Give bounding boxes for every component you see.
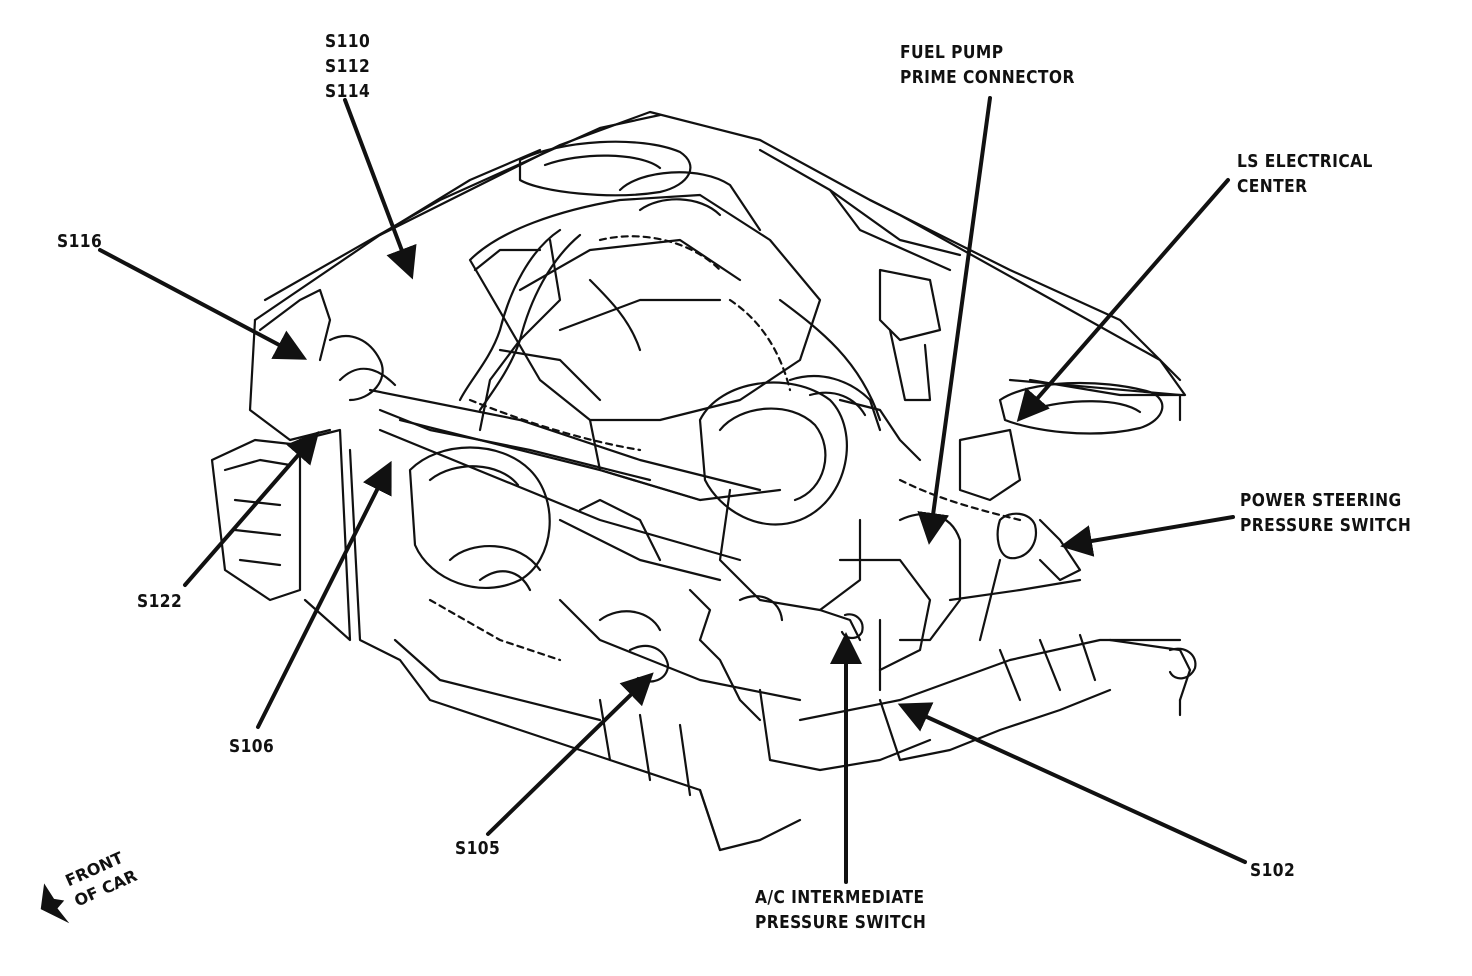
label-s116: S116: [57, 229, 102, 254]
label-ac-intermediate-pressure-switch: A/C INTERMEDIATE PRESSURE SWITCH: [755, 885, 926, 935]
label-s105: S105: [455, 836, 500, 861]
right-components: [838, 268, 1082, 692]
label-fuel-pump-line1: FUEL PUMP: [900, 42, 1004, 63]
arrow-s122: [183, 430, 320, 587]
label-s116-text: S116: [57, 231, 103, 252]
hoses: [458, 228, 922, 462]
label-ls-electrical-line2: CENTER: [1237, 176, 1308, 197]
label-s110-s112-s114: S110 S112 S114: [325, 29, 370, 104]
label-s102-text: S102: [1250, 860, 1296, 881]
body-outline: [253, 110, 1187, 435]
label-fuel-pump-line2: PRIME CONNECTOR: [900, 67, 1075, 88]
arrow-s102: [897, 702, 1247, 864]
label-s102: S102: [1250, 858, 1295, 883]
arrow-power-steering: [1060, 515, 1235, 557]
label-ac-switch-line2: PRESSURE SWITCH: [755, 912, 927, 933]
label-s110: S110: [325, 31, 371, 52]
arrow-s116: [98, 248, 308, 360]
label-s106-text: S106: [229, 736, 275, 757]
arrow-s106: [256, 460, 392, 729]
front-arrow-icon: [40, 883, 70, 924]
arrow-ls-electrical: [1016, 178, 1230, 423]
wiring: [328, 335, 864, 722]
label-s112: S112: [325, 56, 371, 77]
label-ls-electrical-center: LS ELECTRICAL CENTER: [1237, 149, 1373, 199]
label-s114: S114: [325, 81, 371, 102]
label-s122-text: S122: [137, 591, 183, 612]
label-fuel-pump-prime-connector: FUEL PUMP PRIME CONNECTOR: [900, 40, 1075, 90]
label-power-steering-line2: PRESSURE SWITCH: [1240, 515, 1412, 536]
details: [428, 235, 1022, 662]
arrow-s105: [486, 672, 654, 836]
label-power-steering-pressure-switch: POWER STEERING PRESSURE SWITCH: [1240, 488, 1411, 538]
label-power-steering-line1: POWER STEERING: [1240, 490, 1402, 511]
arrow-s110: [343, 98, 417, 280]
label-s106: S106: [229, 734, 274, 759]
label-ls-electrical-line1: LS ELECTRICAL: [1237, 151, 1373, 172]
engine-block: [468, 171, 882, 612]
label-s105-text: S105: [455, 838, 501, 859]
arrow-fuel-pump: [917, 96, 992, 545]
label-s122: S122: [137, 589, 182, 614]
left-structure: [210, 288, 722, 852]
label-ac-switch-line1: A/C INTERMEDIATE: [755, 887, 925, 908]
